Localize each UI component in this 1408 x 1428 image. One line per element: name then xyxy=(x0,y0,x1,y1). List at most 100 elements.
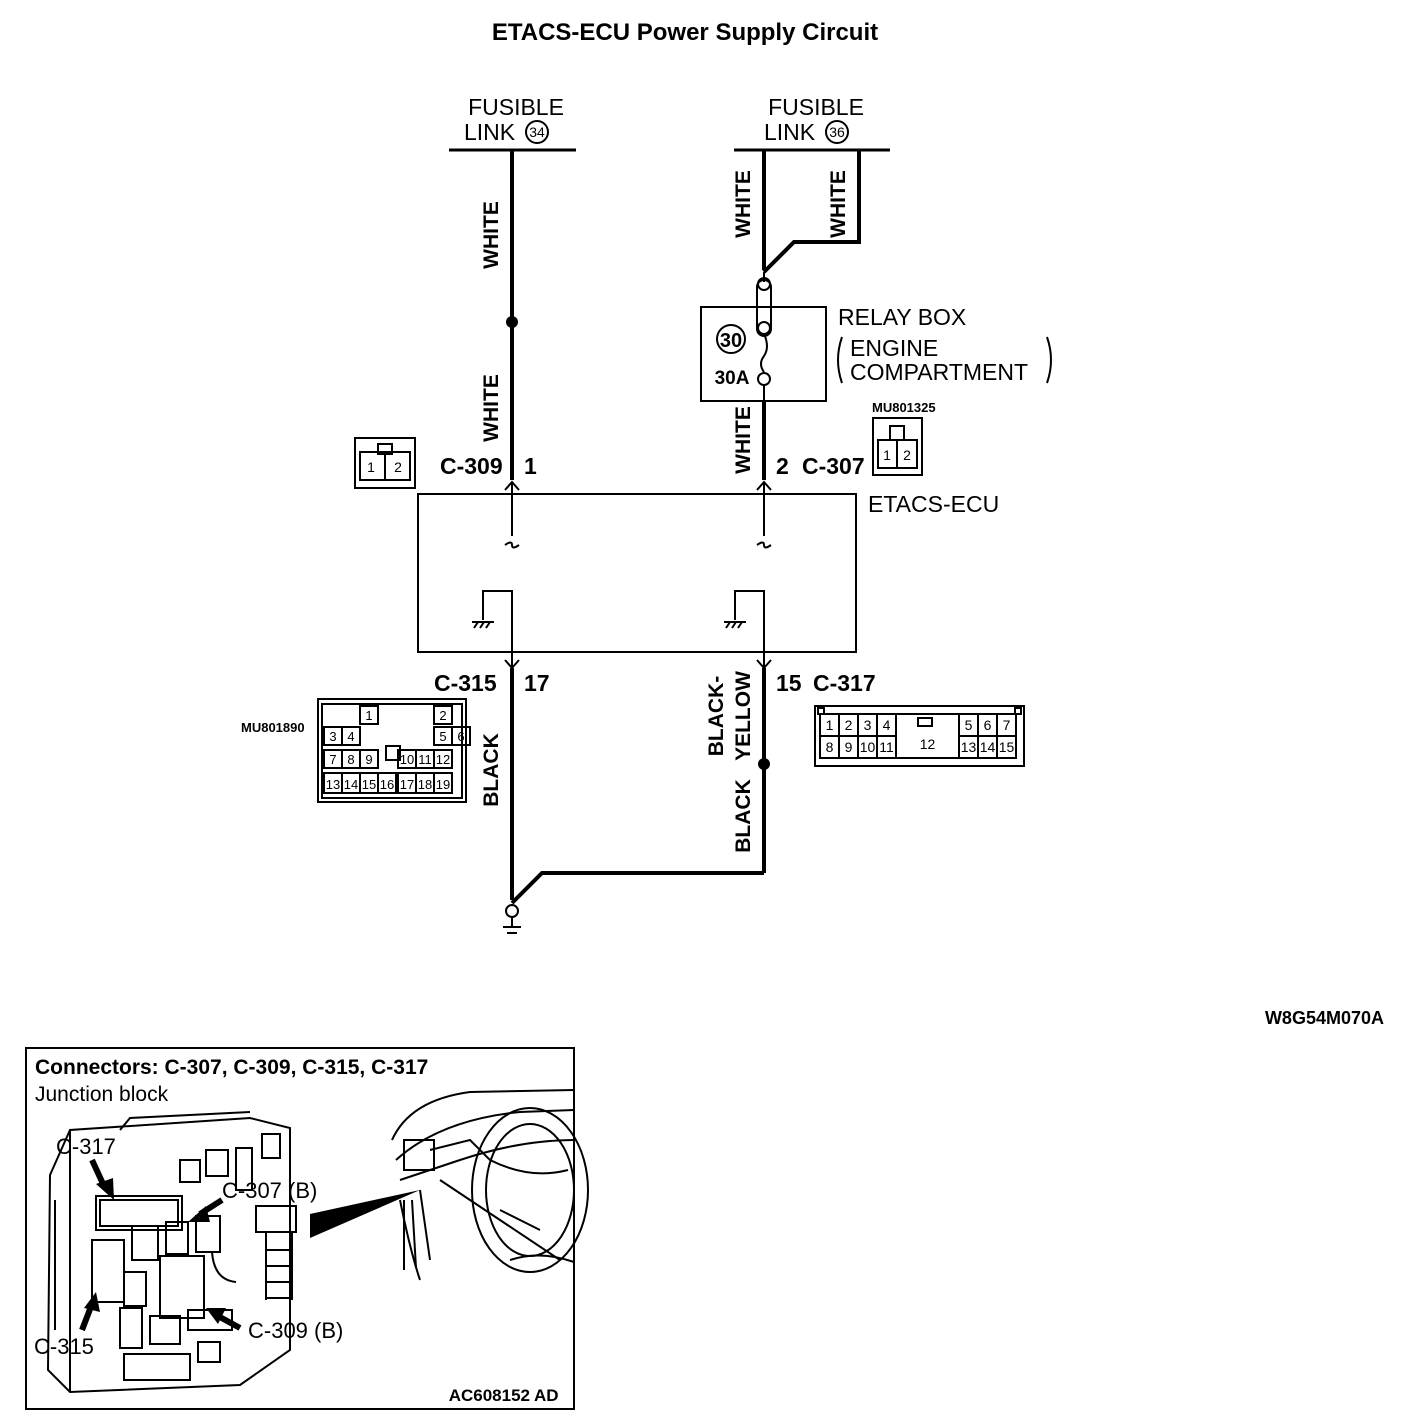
c315-name: C-315 xyxy=(434,670,497,696)
c317-pin-14: 14 xyxy=(980,739,996,755)
c315-pin-4: 4 xyxy=(347,729,354,744)
fusible-link-34-number: 34 xyxy=(529,124,545,140)
connector-location-inset: Connectors: C-307, C-309, C-315, C-317 J… xyxy=(25,1047,589,1410)
inset-subtitle: Junction block xyxy=(35,1083,169,1106)
relay-box-sub1: ENGINE xyxy=(850,335,938,361)
c317-pin-7: 7 xyxy=(1003,717,1011,733)
fuse-element xyxy=(760,333,768,373)
fusible-link-36-number: 36 xyxy=(829,124,845,140)
c315-pin-7: 7 xyxy=(329,752,336,767)
wire-white-right-b xyxy=(762,150,861,274)
fusible-link-36: FUSIBLE LINK 36 xyxy=(734,94,890,152)
c315-pin-10: 10 xyxy=(400,752,414,767)
connector-c309-face xyxy=(354,437,416,489)
inset-title: Connectors: C-307, C-309, C-315, C-317 xyxy=(35,1056,428,1079)
inset-code-suffix: AD xyxy=(534,1386,559,1405)
c317-name: C-317 xyxy=(813,670,876,696)
c315-pin-15: 15 xyxy=(362,777,376,792)
splice-left xyxy=(506,316,518,328)
c317-pin-8: 8 xyxy=(826,739,834,755)
c309-pin-1: 1 xyxy=(367,459,375,475)
relay-box-title: RELAY BOX xyxy=(838,304,966,330)
c317-pin: 15 xyxy=(776,670,802,696)
fusible-link-34-label: FUSIBLE xyxy=(468,94,564,120)
fuse-number-circle xyxy=(716,324,746,354)
diagram-title: ETACS-ECU Power Supply Circuit xyxy=(492,19,878,46)
c307-part-number: MU801325 xyxy=(872,400,936,415)
c317-pin-3: 3 xyxy=(864,717,872,733)
c307-pin-1: 1 xyxy=(883,447,891,463)
relay-box: 30 30A RELAY BOX ENGINE COMPARTMENT xyxy=(700,272,1052,402)
c307-pin: 2 xyxy=(776,453,789,479)
fuse-rating: 30A xyxy=(715,368,750,389)
c317-pin-15: 15 xyxy=(999,739,1015,755)
connector-c307-face xyxy=(872,417,923,476)
fusible-link-34: FUSIBLE LINK 34 xyxy=(449,94,576,152)
c315-pin-11: 11 xyxy=(418,752,432,767)
wire-label-black-2: BLACK xyxy=(732,779,755,853)
c315-pin-3: 3 xyxy=(329,729,336,744)
c315-pin-16: 16 xyxy=(380,777,394,792)
fusible-link-34-label2: LINK xyxy=(464,119,516,145)
c317-pin-5: 5 xyxy=(965,717,973,733)
c317-pin-9: 9 xyxy=(845,739,853,755)
ground-symbol xyxy=(503,904,521,934)
c315-pin-17: 17 xyxy=(400,777,414,792)
c309-name: C-309 xyxy=(440,453,503,479)
c317-pin-4: 4 xyxy=(883,717,891,733)
c315-pin-19: 19 xyxy=(436,777,450,792)
wire-label-white-4: WHITE xyxy=(827,170,850,238)
c307-pin-2: 2 xyxy=(903,447,911,463)
connector-c307: MU801325 1 2 2 C-307 xyxy=(776,400,936,479)
inset-code: AC608152 xyxy=(449,1386,530,1405)
wire-label-white-2: WHITE xyxy=(480,374,503,442)
dashboard-drawing xyxy=(391,1089,589,1281)
c315-pin-18: 18 xyxy=(418,777,432,792)
relay-box-sub2: COMPARTMENT xyxy=(850,359,1028,385)
etacs-ecu-box xyxy=(417,493,857,653)
fusible-link-36-label2: LINK xyxy=(764,119,816,145)
wire-black-join xyxy=(510,871,764,905)
inset-label-c309: C-309 (B) xyxy=(248,1318,343,1343)
wire-label-black-yellow-1: BLACK- xyxy=(705,676,728,756)
c317-pin-1: 1 xyxy=(826,717,834,733)
fusible-link-36-circle xyxy=(825,120,849,144)
c309-pin-2: 2 xyxy=(394,459,402,475)
c315-pin-2: 2 xyxy=(439,708,446,723)
connector-c317-face xyxy=(814,705,1025,767)
c317-pin-6: 6 xyxy=(984,717,992,733)
wire-label-white-3: WHITE xyxy=(732,170,755,238)
inset-label-c315: C-315 xyxy=(34,1334,94,1359)
etacs-ecu: ETACS-ECU xyxy=(417,480,999,670)
c315-pin-5: 5 xyxy=(439,729,446,744)
c315-pin-13: 13 xyxy=(326,777,340,792)
splice-right xyxy=(758,758,770,770)
c315-pin-1: 1 xyxy=(365,708,372,723)
etacs-ecu-label: ETACS-ECU xyxy=(868,491,999,517)
connector-c309: 1 2 C-309 1 xyxy=(354,437,537,489)
inset-label-c307: C-307 (B) xyxy=(222,1178,317,1203)
connector-c315-face xyxy=(317,698,467,803)
fuse-number: 30 xyxy=(720,330,742,352)
fusible-link-34-circle xyxy=(525,120,549,144)
inset-arrows xyxy=(79,1158,242,1332)
c317-pin-11: 11 xyxy=(879,739,894,755)
diagram-code: W8G54M070A xyxy=(1265,1008,1384,1028)
c317-pin-12: 12 xyxy=(920,736,936,752)
c315-pin-8: 8 xyxy=(347,752,354,767)
c307-name: C-307 xyxy=(802,453,865,479)
junction-block-drawing xyxy=(46,1111,297,1394)
c315-pin: 17 xyxy=(524,670,550,696)
c315-pin-14: 14 xyxy=(344,777,358,792)
c317-pin-2: 2 xyxy=(845,717,853,733)
c315-pin-9: 9 xyxy=(365,752,372,767)
inset-frame xyxy=(25,1047,575,1410)
c309-pin: 1 xyxy=(524,453,537,479)
wire-label-white-5: WHITE xyxy=(732,406,755,474)
c317-pin-13: 13 xyxy=(961,739,977,755)
fusible-link-36-label: FUSIBLE xyxy=(768,94,864,120)
location-pointer xyxy=(310,1190,420,1238)
